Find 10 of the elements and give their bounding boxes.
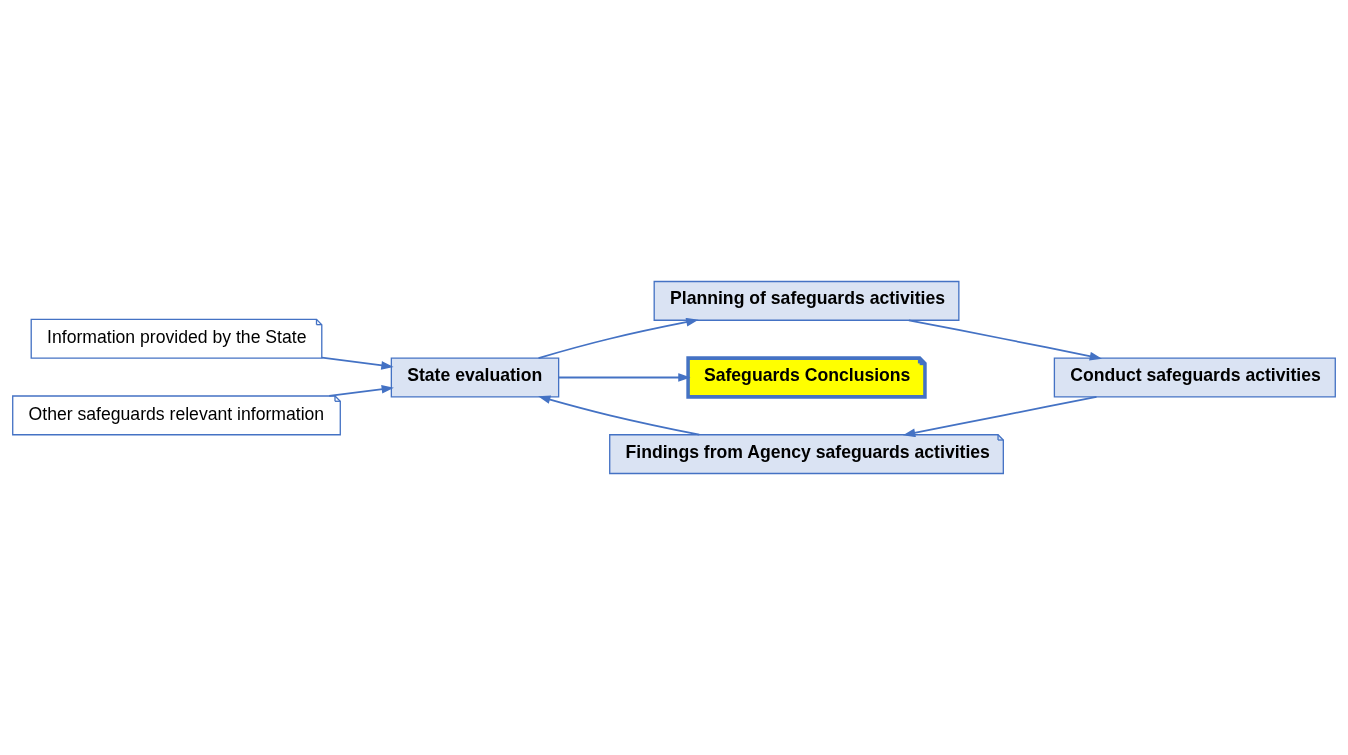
arrow (908, 319, 1103, 361)
arrow (328, 385, 394, 397)
node-box: Conduct safeguards activities (1053, 357, 1336, 398)
arrow (902, 396, 1098, 438)
arrow (538, 395, 701, 436)
arrow (557, 373, 691, 382)
arrow (537, 317, 699, 359)
node-box: Planning of safeguards activities (653, 280, 960, 321)
node-box: State evaluation (390, 357, 560, 398)
arrow (320, 356, 394, 370)
